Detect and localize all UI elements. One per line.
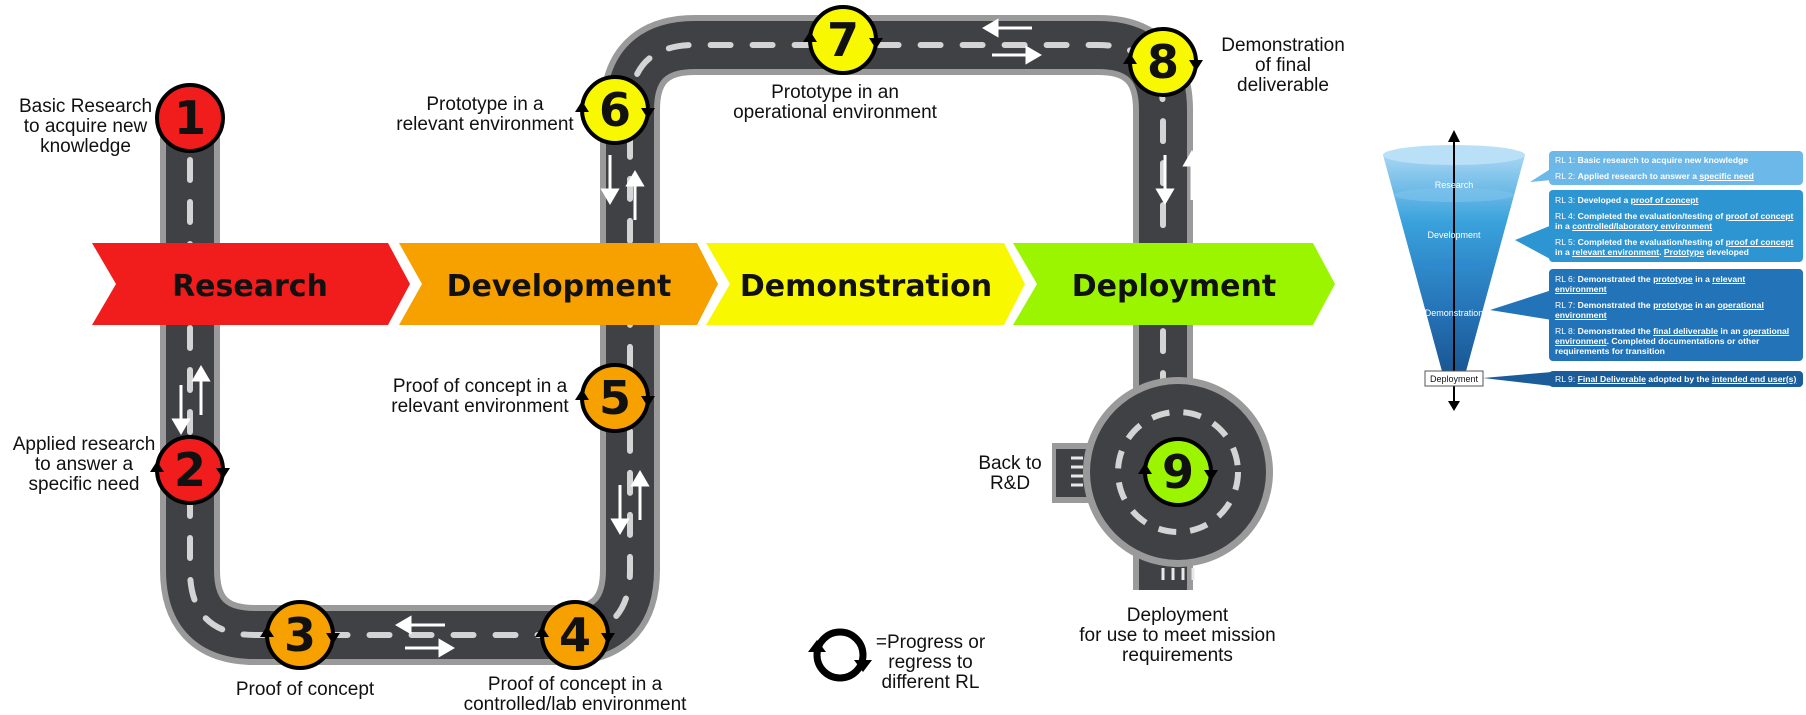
cycle-arrow-icon <box>575 101 589 112</box>
milestone-number: 2 <box>174 443 206 497</box>
cycle-arrow-icon <box>803 31 817 42</box>
milestone-2: 2 <box>150 435 230 505</box>
milestone-label-3: Proof of concept <box>235 679 375 700</box>
milestone-label-7: Prototype in an operational environment <box>733 82 937 123</box>
rl-item: RL 5: Completed the evaluation/testing o… <box>1555 237 1794 257</box>
two-way-arrow-icon <box>982 18 1042 65</box>
milestone-label-9: Deployment for use to meet mission requi… <box>1079 605 1276 666</box>
two-way-arrow-icon <box>1155 150 1202 205</box>
back-to-rd-label: Back to R&D <box>978 453 1042 494</box>
cycle-arrow-icon <box>216 468 230 479</box>
cycle-arrow-icon <box>1138 463 1152 474</box>
cycle-arrow-icon <box>1189 60 1203 71</box>
stage-label-development: Development <box>447 269 672 304</box>
rl-item: RL 9: Final Deliverable adopted by the i… <box>1555 374 1797 384</box>
rl-group-demonstration: RL 6: Demonstrated the prototype in a re… <box>1549 269 1803 361</box>
two-way-arrow-icon <box>600 155 645 220</box>
two-way-arrows <box>171 18 1202 658</box>
road <box>160 15 1193 665</box>
milestone-1: 1 <box>155 83 225 153</box>
milestone-label-8: Demonstration of final deliverable <box>1221 35 1345 96</box>
milestone-9: 9 <box>1138 437 1218 507</box>
milestone-number: 9 <box>1162 445 1194 499</box>
funnel-level-demonstration: Demonstration <box>1424 308 1484 318</box>
stage-label-deployment: Deployment <box>1072 269 1276 304</box>
milestone-circle <box>155 83 225 153</box>
cycle-arrow-icon <box>150 461 164 472</box>
stage-banner-demonstration <box>706 243 1025 325</box>
rl-item: RL 4: Completed the evaluation/testing o… <box>1555 211 1794 231</box>
milestone-label-2: Applied research to answer a specific ne… <box>12 434 156 495</box>
milestone-number: 6 <box>599 83 631 137</box>
milestone-3: 3 <box>260 600 340 670</box>
two-way-arrow-icon <box>395 615 455 658</box>
two-way-arrow-icon <box>610 470 650 535</box>
cycle-arrow-icon <box>575 389 589 400</box>
rl-group-deployment: RL 9: Final Deliverable adopted by the i… <box>1549 371 1803 387</box>
funnel-level-research: Research <box>1434 180 1474 190</box>
two-way-arrow-icon <box>171 365 211 435</box>
rl-item: RL 8: Demonstrated the final deliverable… <box>1555 326 1790 356</box>
milestone-label-6: Prototype in a relevant environment <box>396 94 574 135</box>
cycle-arrow-icon <box>601 633 615 644</box>
funnel-level-development: Development <box>1427 230 1481 240</box>
milestone-number: 3 <box>284 608 316 662</box>
stage-label-demonstration: Demonstration <box>740 269 992 304</box>
rl-item: RL 1: Basic research to acquire new know… <box>1555 155 1749 165</box>
milestone-label-4: Proof of concept in a controlled/lab env… <box>463 674 687 715</box>
milestone-number: 5 <box>599 371 631 425</box>
milestone-7: 7 <box>803 5 883 75</box>
rl-item: RL 7: Demonstrated the prototype in an o… <box>1555 300 1764 320</box>
stage-banner-research <box>92 243 410 325</box>
funnel-graphic <box>1383 130 1552 411</box>
cycle-arrow-icon <box>641 108 655 119</box>
rl-item: RL 3: Developed a proof of concept <box>1555 195 1699 205</box>
rl-item: RL 6: Demonstrated the prototype in a re… <box>1555 274 1746 294</box>
cycle-arrow-icon <box>869 38 883 49</box>
cycle-arrow-icon <box>1204 470 1218 481</box>
stage-label-research: Research <box>172 269 328 304</box>
cycle-arrow-icon <box>641 396 655 407</box>
cycle-arrow-icon <box>260 626 274 637</box>
stage-banners: Research Development Demonstration Deplo… <box>92 243 1335 325</box>
cycle-arrow-icon <box>1123 53 1137 64</box>
stage-banner-development <box>399 243 718 325</box>
milestone-number: 1 <box>174 91 206 145</box>
legend-cycle-icon <box>808 628 872 682</box>
cycle-arrow-icon <box>535 626 549 637</box>
milestone-number: 4 <box>559 608 591 662</box>
milestone-number: 7 <box>827 13 859 67</box>
milestone-label-1: Basic Research to acquire new knowledge <box>18 96 153 157</box>
milestone-label-5: Proof of concept in a relevant environme… <box>391 376 569 417</box>
milestone-5: 5 <box>575 363 655 433</box>
milestone-number: 8 <box>1147 35 1179 89</box>
rl-group-development: RL 3: Developed a proof of concept RL 4: … <box>1549 190 1803 262</box>
rl-group-research: RL 1: Basic research to acquire new know… <box>1549 151 1803 185</box>
milestones: 1 2 3 4 5 6 7 8 9 <box>150 5 1218 670</box>
milestone-4: 4 <box>535 600 615 670</box>
milestone-8: 8 <box>1123 27 1203 97</box>
funnel-level-deployment: Deployment <box>1429 374 1479 384</box>
stage-banner-deployment <box>1013 243 1335 325</box>
milestone-6: 6 <box>575 75 655 145</box>
cycle-arrow-icon <box>326 633 340 644</box>
rl-item: RL 2: Applied research to answer a speci… <box>1555 171 1754 181</box>
legend-text: =Progress or regress to different RL <box>875 632 986 693</box>
